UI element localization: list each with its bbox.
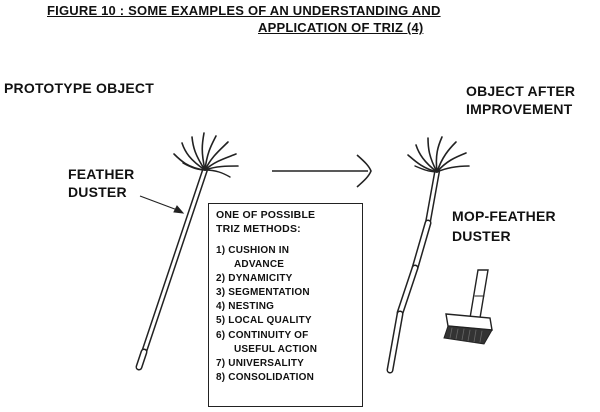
figure-title-line2: APPLICATION OF TRIZ (4) [258,20,424,35]
method-item-text: 7) UNIVERSALITY [216,357,305,369]
improved-heading: OBJECT AFTER IMPROVEMENT [466,82,575,118]
method-item: 2) DYNAMICITY [216,272,362,286]
mop-feather-duster-label: MOP-FEATHER DUSTER [452,206,556,246]
method-item-text: 1) CUSHION IN [216,245,290,256]
triz-methods-heading-line2: TRIZ METHODS: [216,223,301,235]
feather-duster-drawing [135,132,239,371]
mop-label-line2: DUSTER [452,228,511,244]
prototype-heading: PROTOTYPE OBJECT [4,80,154,96]
feather-duster-label: FEATHER DUSTER [68,165,134,201]
mop-feather-duster-drawing [386,136,470,374]
improved-heading-line1: OBJECT AFTER [466,83,576,99]
method-item-text-cont: USEFUL ACTION [234,343,318,355]
feather-duster-pointer-arrow [139,195,185,214]
method-item-text: 6) CONTINUITY OF [216,329,309,341]
mop-head-drawing [443,269,493,345]
method-item: 1) CUSHION IN ADVANCE [216,244,362,272]
figure-title-line1: FIGURE 10 : SOME EXAMPLES OF AN UNDERSTA… [47,3,441,18]
improved-heading-line2: IMPROVEMENT [466,101,573,117]
feather-duster-label-line2: DUSTER [68,184,127,200]
method-item: 7) UNIVERSALITY [216,357,362,371]
method-item: 4) NESTING [216,300,362,314]
method-item-text: 2) DYNAMICITY [216,273,293,285]
method-item: 3) SEGMENTATION [216,286,362,300]
method-item: 8) CONSOLIDATION [216,371,362,385]
figure-label: FIGURE 10 [47,3,116,18]
transform-arrow [272,154,372,188]
method-item-text-cont: ADVANCE [234,259,285,271]
mop-label-line1: MOP-FEATHER [452,208,556,224]
method-item-text: 8) CONSOLIDATION [216,371,315,383]
triz-methods-heading-line1: ONE OF POSSIBLE [216,209,316,221]
feather-duster-label-line1: FEATHER [68,166,135,182]
method-item: 6) CONTINUITY OF USEFUL ACTION [216,329,362,357]
method-item-text: 3) SEGMENTATION [216,287,310,299]
method-item-text: 5) LOCAL QUALITY [216,315,312,327]
triz-methods-box: ONE OF POSSIBLE TRIZ METHODS: 1) CUSHION… [208,203,363,407]
triz-methods-heading: ONE OF POSSIBLE TRIZ METHODS: [216,208,362,236]
triz-methods-list: 1) CUSHION IN ADVANCE 2) DYNAMICITY 3) S… [216,244,362,385]
method-item-text: 4) NESTING [216,301,275,313]
method-item: 5) LOCAL QUALITY [216,314,362,328]
figure-title-text: : SOME EXAMPLES OF AN UNDERSTANDING AND [115,3,441,18]
